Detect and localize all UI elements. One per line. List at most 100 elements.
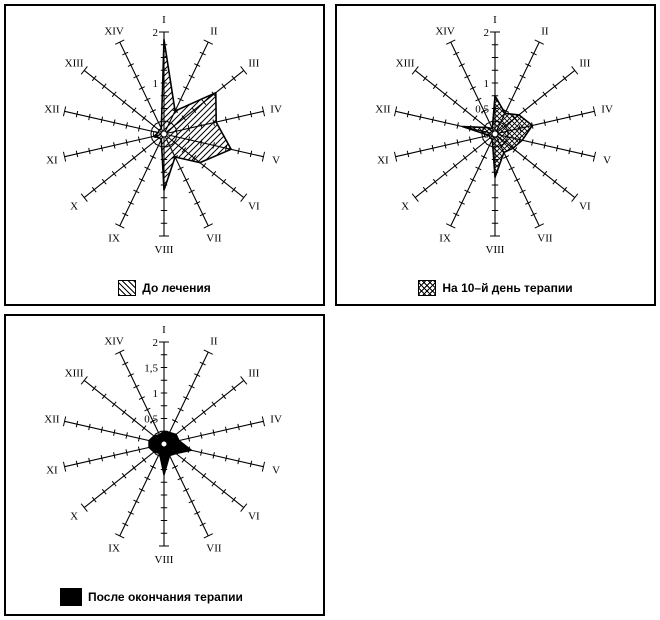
axis-II bbox=[494, 39, 544, 135]
axis-label: III bbox=[248, 367, 259, 379]
center-hub bbox=[160, 440, 168, 448]
axis-label: VIII bbox=[486, 244, 505, 256]
axis-VII bbox=[163, 443, 213, 539]
scale-label: 2 bbox=[153, 27, 159, 39]
axis-label: I bbox=[162, 14, 166, 26]
axis-label: VII bbox=[206, 233, 222, 245]
axis-label: IV bbox=[601, 103, 613, 115]
axis-XIV bbox=[115, 349, 165, 445]
axis-X bbox=[411, 133, 496, 202]
axis-label: II bbox=[541, 25, 549, 37]
axis-label: V bbox=[272, 465, 280, 477]
axis-XIV bbox=[115, 39, 165, 135]
legend-swatch-solid bbox=[60, 588, 82, 606]
axis-label: II bbox=[210, 335, 218, 347]
axis-label: II bbox=[210, 25, 218, 37]
axis-label: XII bbox=[44, 413, 60, 425]
axis-label: XIV bbox=[435, 25, 455, 37]
axis-III bbox=[494, 66, 579, 135]
scale-label: 0 bbox=[153, 129, 159, 141]
axis-XII bbox=[62, 106, 165, 135]
scale-label: 1 bbox=[153, 78, 159, 90]
axis-III bbox=[163, 376, 248, 445]
axis-XI bbox=[62, 443, 165, 472]
axis-XIII bbox=[80, 376, 165, 445]
axis-label: IX bbox=[108, 233, 120, 245]
axis-IV bbox=[494, 106, 597, 135]
legend-label: До лечения bbox=[142, 281, 211, 295]
axis-label: V bbox=[603, 155, 611, 167]
axis-VII bbox=[163, 133, 213, 229]
scale-label: 0,5 bbox=[144, 414, 158, 426]
axis-label: XII bbox=[375, 103, 391, 115]
axis-VII bbox=[494, 133, 544, 229]
axis-VI bbox=[494, 133, 579, 202]
axis-XIII bbox=[411, 66, 496, 135]
axis-V bbox=[163, 133, 266, 162]
axis-X bbox=[80, 133, 165, 202]
axis-label: IX bbox=[108, 543, 120, 555]
axis-label: VI bbox=[248, 511, 260, 523]
axis-label: VI bbox=[248, 201, 260, 213]
axis-label: V bbox=[272, 155, 280, 167]
axis-VIII bbox=[490, 134, 500, 237]
axis-VIII bbox=[159, 444, 169, 547]
center-hub bbox=[491, 130, 499, 138]
axis-IX bbox=[446, 133, 496, 229]
axis-XI bbox=[62, 133, 165, 162]
axis-XII bbox=[62, 416, 165, 445]
axis-label: X bbox=[401, 201, 409, 213]
axis-XII bbox=[393, 106, 496, 135]
scale-label: 1 bbox=[484, 78, 490, 90]
axis-IX bbox=[115, 133, 165, 229]
scale-label: 0 bbox=[484, 129, 490, 141]
axis-label: VIII bbox=[155, 554, 174, 566]
axis-II bbox=[163, 349, 213, 445]
legend: До лечения bbox=[6, 280, 323, 296]
axis-label: IV bbox=[270, 413, 282, 425]
axis-label: XI bbox=[377, 155, 389, 167]
data-polygon bbox=[153, 38, 232, 191]
axis-label: VI bbox=[579, 201, 591, 213]
scale-label: 0,5 bbox=[475, 104, 489, 116]
scale-label: 2 bbox=[484, 27, 490, 39]
axis-label: IV bbox=[270, 103, 282, 115]
axis-VIII bbox=[159, 134, 169, 237]
axis-label: XIV bbox=[104, 335, 124, 347]
legend-label: После окончания терапии bbox=[88, 590, 243, 604]
axis-label: III bbox=[248, 57, 259, 69]
axis-label: XIII bbox=[65, 57, 84, 69]
axis-label: III bbox=[579, 57, 590, 69]
axis-VI bbox=[163, 443, 248, 512]
legend-swatch-hatch bbox=[118, 280, 137, 296]
axis-I bbox=[159, 341, 169, 444]
axis-label: VII bbox=[537, 233, 553, 245]
axis-IX bbox=[115, 443, 165, 539]
legend: После окончания терапии bbox=[6, 588, 323, 606]
axis-V bbox=[494, 133, 597, 162]
axis-label: XII bbox=[44, 103, 60, 115]
axis-label: XIV bbox=[104, 25, 124, 37]
axis-IV bbox=[163, 416, 266, 445]
scale-label: 1 bbox=[153, 388, 159, 400]
axis-label: VII bbox=[206, 543, 222, 555]
axis-label: IX bbox=[439, 233, 451, 245]
axis-XI bbox=[393, 133, 496, 162]
legend-swatch-crosshatch bbox=[418, 280, 437, 296]
axis-label: VIII bbox=[155, 244, 174, 256]
axis-II bbox=[163, 39, 213, 135]
axis-label: X bbox=[70, 511, 78, 523]
axis-VI bbox=[163, 133, 248, 202]
axis-label: XI bbox=[46, 155, 58, 167]
axis-label: XI bbox=[46, 465, 58, 477]
legend: На 10–й день терапии bbox=[337, 280, 654, 296]
scale-label: 1,5 bbox=[144, 363, 158, 375]
axis-V bbox=[163, 443, 266, 472]
axis-I bbox=[490, 31, 500, 134]
